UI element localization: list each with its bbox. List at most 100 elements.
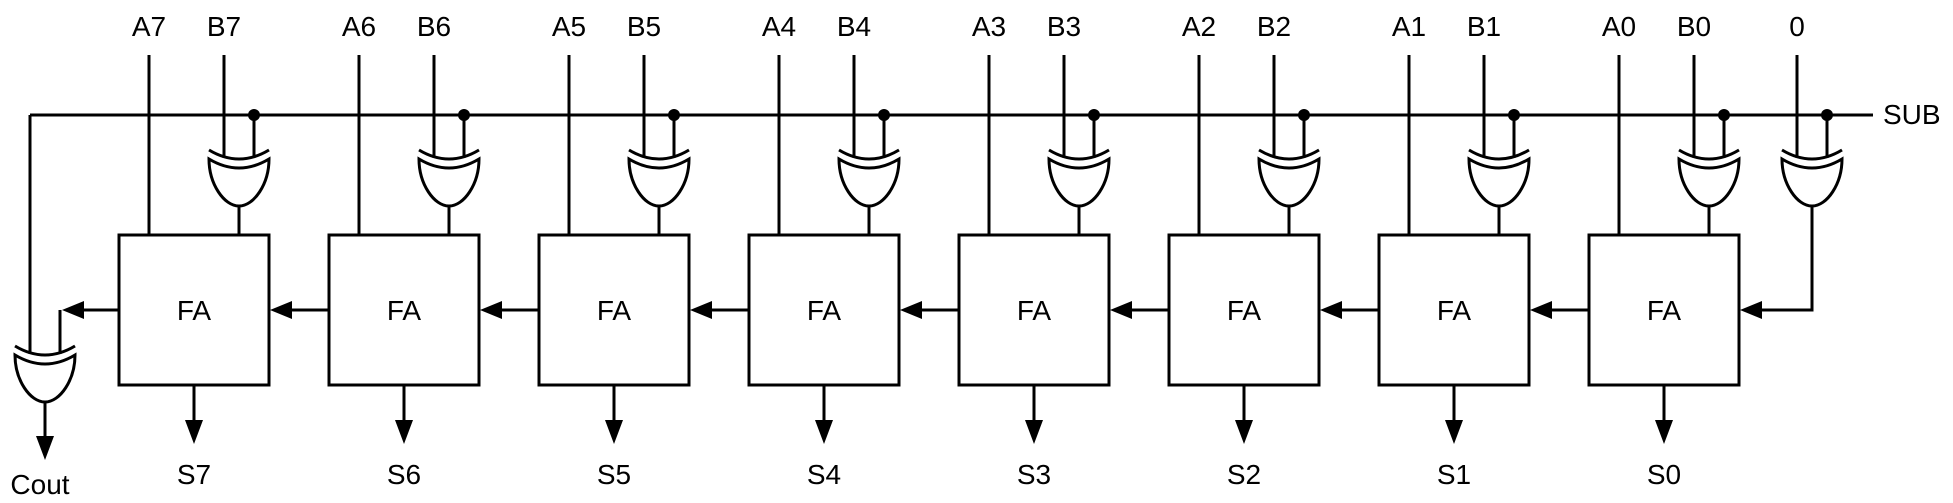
input-b-label: B7	[207, 11, 241, 42]
cout-label: Cout	[10, 469, 69, 500]
static-wiring: SUB 0	[28, 11, 1941, 354]
xor-body	[207, 156, 271, 208]
input-a-label: A1	[1392, 11, 1426, 42]
sum-output-label: S4	[807, 459, 841, 490]
carry-arrow	[1320, 301, 1342, 319]
input-a-label: A3	[972, 11, 1006, 42]
xor-input-curve	[1781, 148, 1843, 161]
sum-arrow	[1655, 420, 1673, 444]
carry-in-label: 0	[1789, 11, 1805, 42]
sum-arrow	[1235, 420, 1253, 444]
full-adder-label: FA	[1647, 295, 1682, 326]
input-a-label: A7	[132, 11, 166, 42]
input-b-label: B5	[627, 11, 661, 42]
sub-label: SUB	[1883, 99, 1941, 130]
carry-arrow	[270, 301, 292, 319]
full-adder-label: FA	[1017, 295, 1052, 326]
xor-input-curve	[418, 148, 480, 161]
sum-output-label: S0	[1647, 459, 1681, 490]
input-b-label: B2	[1257, 11, 1291, 42]
sum-arrow	[395, 420, 413, 444]
xor-gate	[1467, 148, 1531, 208]
full-adder-block	[1167, 233, 1321, 387]
carry-arrow	[62, 301, 84, 319]
sum-arrow	[185, 420, 203, 444]
xor-body	[627, 156, 691, 208]
input-b-label: B1	[1467, 11, 1501, 42]
full-adder-block	[327, 233, 481, 387]
sum-arrow	[1445, 420, 1463, 444]
carry-in-path	[1757, 206, 1814, 312]
junction-dot	[1718, 109, 1730, 121]
input-a-label: A5	[552, 11, 586, 42]
xor-gate	[1257, 148, 1321, 208]
input-b-label: B4	[837, 11, 871, 42]
junction-dot	[1088, 109, 1100, 121]
carry-in-xor-gate	[1780, 148, 1844, 208]
carry-arrow	[690, 301, 712, 319]
xor-body	[1257, 156, 1321, 208]
full-adder-label: FA	[1227, 295, 1262, 326]
xor-input-curve	[838, 148, 900, 161]
xor-input-curve	[1048, 148, 1110, 161]
xor-input-curve	[628, 148, 690, 161]
input-b-label: B6	[417, 11, 451, 42]
xor-input-curve	[1678, 148, 1740, 161]
full-adder-block	[537, 233, 691, 387]
input-a-label: A0	[1602, 11, 1636, 42]
sum-arrow	[605, 420, 623, 444]
carry-arrow	[900, 301, 922, 319]
sum-output-label: S1	[1437, 459, 1471, 490]
junction-dot	[458, 109, 470, 121]
xor-input-curve	[14, 344, 76, 357]
xor-input-curve	[208, 148, 270, 161]
junction-dot	[878, 109, 890, 121]
sum-output-label: S7	[177, 459, 211, 490]
input-a-label: A6	[342, 11, 376, 42]
sum-output-label: S6	[387, 459, 421, 490]
full-adder-label: FA	[1437, 295, 1472, 326]
input-a-label: A4	[762, 11, 796, 42]
full-adder-label: FA	[807, 295, 842, 326]
xor-body	[837, 156, 901, 208]
sum-arrow	[815, 420, 833, 444]
junction-dot	[1508, 109, 1520, 121]
sum-output-label: S5	[597, 459, 631, 490]
cout-arrow	[36, 436, 54, 460]
full-adder-block	[1587, 233, 1741, 387]
xor-gate	[207, 148, 271, 208]
xor-body	[13, 352, 77, 404]
xor-gate	[417, 148, 481, 208]
xor-input-curve	[1468, 148, 1530, 161]
junction-dot	[1821, 109, 1833, 121]
carry-in-arrow	[1740, 301, 1762, 319]
junction-dot	[668, 109, 680, 121]
xor-body	[1047, 156, 1111, 208]
full-adder-label: FA	[387, 295, 422, 326]
xor-body	[1780, 156, 1844, 208]
input-b-label: B0	[1677, 11, 1711, 42]
input-b-label: B3	[1047, 11, 1081, 42]
xor-input-curve	[1258, 148, 1320, 161]
full-adder-label: FA	[177, 295, 212, 326]
carry-arrow	[480, 301, 502, 319]
xor-gate	[627, 148, 691, 208]
full-adder-label: FA	[597, 295, 632, 326]
carry-io: Cout	[10, 55, 1844, 500]
carry-arrow	[1530, 301, 1552, 319]
sum-arrow	[1025, 420, 1043, 444]
sum-output-label: S3	[1017, 459, 1051, 490]
input-a-label: A2	[1182, 11, 1216, 42]
xor-body	[417, 156, 481, 208]
sum-output-label: S2	[1227, 459, 1261, 490]
